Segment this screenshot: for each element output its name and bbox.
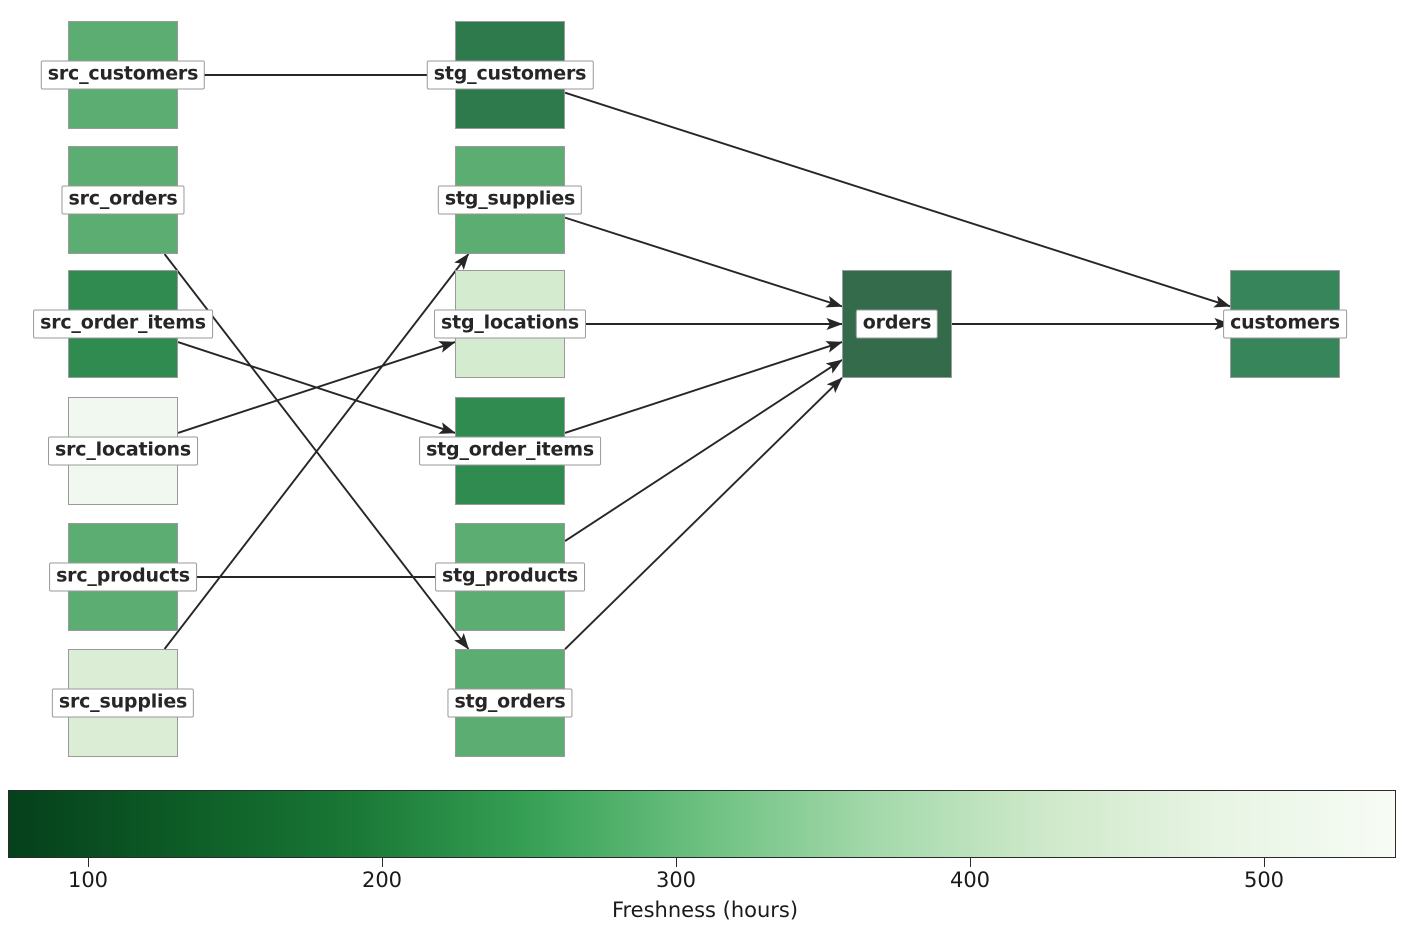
colorbar-tick-mark xyxy=(970,858,971,867)
edge-layer xyxy=(163,68,1231,650)
edge-stg_customers-to-customers xyxy=(564,91,1231,308)
edge-stg_order_items-to-orders xyxy=(564,341,843,434)
colorbar-tick-mark xyxy=(676,858,677,867)
edge-src_locations-to-stg_locations xyxy=(177,341,456,434)
edge-src_supplies-to-stg_supplies xyxy=(163,253,470,650)
node-label-stg_order_items[interactable]: stg_order_items xyxy=(419,436,601,466)
colorbar-tick-label: 100 xyxy=(67,868,109,892)
node-label-orders[interactable]: orders xyxy=(855,309,939,339)
colorbar: 100 200 300 400 500 Freshness (hours) xyxy=(0,780,1410,926)
node-label-src_supplies[interactable]: src_supplies xyxy=(51,688,195,718)
node-label-stg_products[interactable]: stg_products xyxy=(435,562,585,592)
node-label-src_products[interactable]: src_products xyxy=(49,562,197,592)
colorbar-tick-mark xyxy=(1264,858,1265,867)
colorbar-tick-label: 400 xyxy=(949,868,991,892)
colorbar-tick-label: 200 xyxy=(361,868,403,892)
node-label-stg_locations[interactable]: stg_locations xyxy=(433,309,587,339)
edge-stg_supplies-to-orders xyxy=(564,216,843,308)
node-label-src_customers[interactable]: src_customers xyxy=(40,60,206,90)
edge-stg_products-to-orders xyxy=(564,359,843,542)
node-label-src_locations[interactable]: src_locations xyxy=(48,436,198,466)
colorbar-title: Freshness (hours) xyxy=(611,898,799,922)
node-label-stg_customers[interactable]: stg_customers xyxy=(426,60,594,90)
colorbar-tick-mark xyxy=(382,858,383,867)
colorbar-tick-label: 300 xyxy=(655,868,697,892)
node-label-src_order_items[interactable]: src_order_items xyxy=(33,309,213,339)
node-label-stg_orders[interactable]: stg_orders xyxy=(447,688,573,718)
colorbar-tick-mark xyxy=(88,858,89,867)
node-label-stg_supplies[interactable]: stg_supplies xyxy=(437,185,583,215)
colorbar-gradient xyxy=(8,790,1396,858)
colorbar-tick-label: 500 xyxy=(1243,868,1285,892)
node-label-src_orders[interactable]: src_orders xyxy=(61,185,185,215)
node-label-customers[interactable]: customers xyxy=(1223,309,1347,339)
edge-stg_orders-to-orders xyxy=(564,377,843,650)
